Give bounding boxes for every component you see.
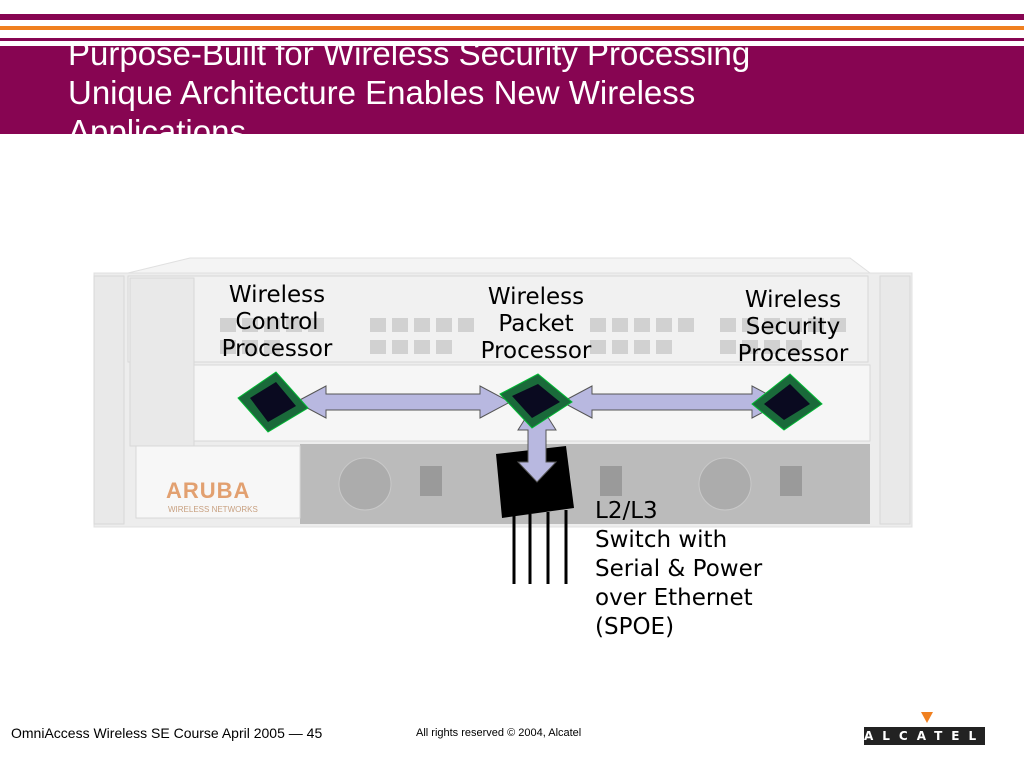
footer-rights: All rights reserved © 2004, Alcatel bbox=[416, 727, 582, 739]
security-processor-label: Wireless Security Processor bbox=[737, 287, 849, 367]
switch-label: L2/L3 Switch with Serial & Power over Et… bbox=[595, 498, 763, 640]
top-stripe-dark bbox=[0, 14, 1024, 20]
packet-processor-label: Wireless Packet Processor bbox=[480, 284, 592, 364]
control-processor-label: Wireless Control Processor bbox=[221, 282, 333, 362]
aruba-logo-text: ARUBA bbox=[166, 478, 250, 503]
footer-course: OmniAccess Wireless SE Course April 2005… bbox=[11, 725, 323, 741]
title-band: Purpose-Built for Wireless Security Proc… bbox=[0, 46, 1024, 134]
top-stripe-orange bbox=[0, 26, 1024, 30]
slide-title: Purpose-Built for Wireless Security Proc… bbox=[68, 46, 751, 134]
packet-processor-chip bbox=[499, 373, 573, 429]
security-processor-chip bbox=[751, 373, 823, 431]
alcatel-logo: ALCATEL bbox=[864, 727, 986, 745]
aruba-logo-subtext: WIRELESS NETWORKS bbox=[168, 505, 258, 514]
top-stripe-thin bbox=[0, 38, 1024, 41]
control-processor-chip bbox=[237, 371, 309, 433]
alcatel-logo-mark-icon bbox=[921, 712, 933, 723]
